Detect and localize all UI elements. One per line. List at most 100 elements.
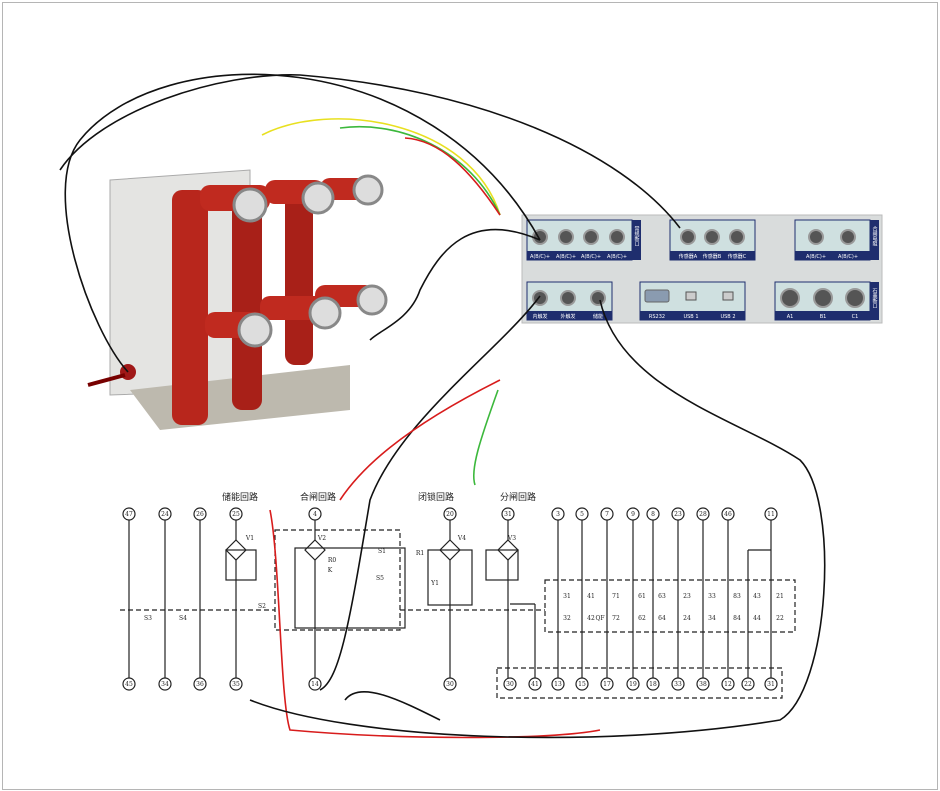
connector-port	[558, 229, 574, 245]
contact-ring	[301, 181, 335, 215]
circuit-box	[427, 549, 473, 606]
component-label: S2	[258, 603, 266, 610]
circuit-box	[485, 549, 519, 581]
terminal-number: 19	[629, 681, 637, 688]
qf-contact-label: 31	[563, 593, 571, 600]
terminal-number: 20	[446, 511, 454, 518]
qf-contact-label: 41	[587, 593, 595, 600]
port-label: 储能	[593, 313, 603, 320]
port-label: A(B/C)+	[581, 254, 601, 260]
test-wires	[59, 73, 826, 739]
qf-contact-label: 22	[776, 615, 784, 622]
terminal-number: 31	[504, 511, 512, 518]
black-wire	[64, 73, 541, 373]
terminal-number: 28	[699, 511, 707, 518]
component-label: S4	[179, 615, 187, 622]
side-label-strip	[632, 220, 641, 260]
pole-a	[172, 190, 208, 425]
mechanical-link-box	[274, 529, 401, 631]
component-label: K	[328, 567, 333, 574]
usb-port	[722, 291, 734, 301]
port-label-strip	[527, 251, 632, 260]
section-title: 合闸回路	[300, 491, 336, 503]
terminal-number: 14	[311, 681, 319, 688]
component-label: R1	[416, 550, 424, 557]
rectifier-bridge	[304, 539, 326, 561]
connector-port	[609, 229, 625, 245]
qf-contact-label: 21	[776, 593, 784, 600]
qf-contact-label: 71	[612, 593, 620, 600]
side-label: 常规断口	[634, 225, 640, 247]
terminal-number: 5	[580, 511, 584, 518]
qf-contact-label: 61	[638, 593, 646, 600]
connector-port	[840, 229, 856, 245]
terminal-bottom	[503, 677, 517, 691]
connector-port	[813, 288, 833, 308]
terminal-number: 12	[724, 681, 732, 688]
component-label: V1	[245, 535, 254, 542]
red-wire	[339, 379, 501, 501]
terminal-number: 46	[724, 511, 732, 518]
pole-b	[232, 195, 262, 410]
component-label: S3	[144, 615, 152, 622]
terminal-number: 38	[699, 681, 707, 688]
port-label: USB 1	[683, 314, 698, 320]
terminal-bottom	[696, 677, 710, 691]
terminal-bottom	[600, 677, 614, 691]
terminal-bottom	[158, 677, 172, 691]
port-label: 内触发	[532, 313, 547, 320]
terminal-bottom	[443, 677, 457, 691]
connector-port	[590, 290, 606, 306]
contact-ring	[356, 284, 388, 316]
qf-contact-label: 44	[753, 615, 761, 622]
terminal-number: 41	[531, 681, 539, 688]
circuit-box	[225, 549, 257, 581]
side-label-strip	[870, 282, 879, 320]
component-label: V4	[457, 535, 466, 542]
terminal-bottom	[575, 677, 589, 691]
qf-contact-label: 32	[563, 615, 571, 622]
qf-contact-label: 33	[708, 593, 716, 600]
terminal-number: 26	[196, 511, 204, 518]
terminal-number: 9	[631, 511, 635, 518]
terminal-number: 31	[767, 681, 775, 688]
terminal-number: 4	[313, 511, 317, 518]
terminal-number: 47	[125, 511, 133, 518]
connector-port	[704, 229, 720, 245]
connector-port	[729, 229, 745, 245]
port-label: RS232	[649, 314, 665, 320]
component-label: V3	[507, 535, 516, 542]
connector-port	[583, 229, 599, 245]
terminal-bottom	[551, 677, 565, 691]
qf-contact-label: 83	[733, 593, 741, 600]
terminal-number: 35	[232, 681, 240, 688]
terminal-number: 8	[651, 511, 655, 518]
port-label: 传感器C	[728, 253, 747, 260]
qf-contact-label: 23	[683, 593, 691, 600]
contact-ring	[308, 296, 342, 330]
port-label-strip	[795, 251, 870, 260]
yellow-wire	[261, 118, 501, 216]
port-label: 传感器A	[679, 253, 698, 260]
terminal-bottom	[122, 677, 136, 691]
qf-contact-label: 72	[612, 615, 620, 622]
contact-ring	[352, 174, 384, 206]
terminal-number: 17	[603, 681, 611, 688]
contact-ring	[237, 312, 273, 348]
connector-port	[680, 229, 696, 245]
terminal-number: 25	[232, 511, 240, 518]
port-label-strip	[640, 311, 745, 320]
component-label: QF	[595, 615, 604, 622]
black-wire	[319, 295, 541, 691]
port-label: A1	[787, 314, 794, 320]
port-label: A(B/C)+	[530, 254, 550, 260]
port-label: B1	[820, 314, 827, 320]
usb-port	[685, 291, 697, 301]
terminal-number: 36	[196, 681, 204, 688]
component-label: R0	[328, 557, 337, 564]
vacuum-circuit-breaker	[87, 169, 388, 430]
